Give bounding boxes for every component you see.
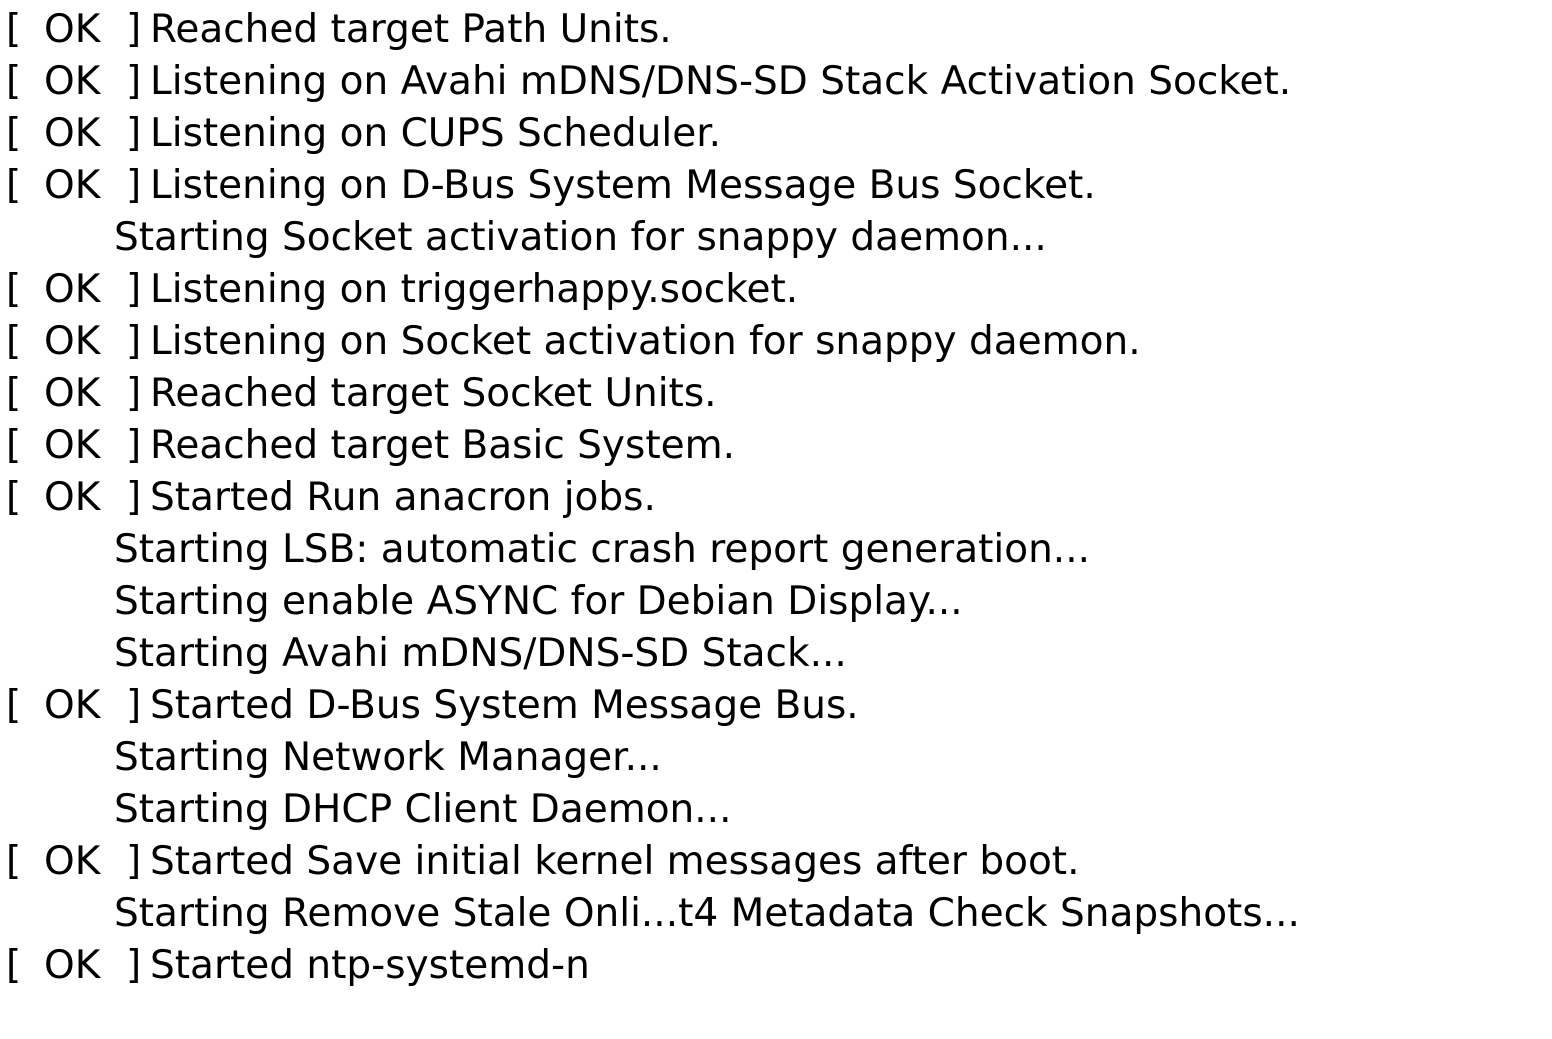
log-line-ok: [ OK]Listening on Avahi mDNS/DNS-SD Stack… (0, 56, 1552, 108)
log-message: Starting Remove Stale Onli...t4 Metadata… (114, 891, 1300, 936)
log-line-ok: [ OK]Listening on D-Bus System Message Bu… (0, 160, 1552, 212)
status-ok-label: OK (44, 163, 101, 208)
log-line-starting: Starting Socket activation for snappy da… (0, 212, 1552, 264)
log-line-ok: [ OK]Reached target Socket Units. (0, 368, 1552, 420)
log-message: Starting DHCP Client Daemon... (114, 787, 732, 832)
boot-log: [OK]Reached target Path Units.[OK]Listen… (0, 4, 1552, 992)
status-ok-label: OK (44, 7, 101, 52)
log-line-ok: [ OK]Started Run anacron jobs. (0, 472, 1552, 524)
log-message: Reached target Socket Units. (150, 371, 717, 416)
status-bracket-open: [ (6, 319, 22, 364)
status-bracket-open: [ (6, 683, 22, 728)
log-message: Started Run anacron jobs. (150, 475, 656, 520)
log-message: Started D-Bus System Message Bus. (150, 683, 859, 728)
log-line-ok: [ OK]Started ntp-systemd-n (0, 940, 1552, 992)
log-message: Started ntp-systemd-n (150, 943, 590, 988)
status-bracket-close: ] (126, 683, 142, 728)
status-bracket-open: [ (6, 943, 22, 988)
log-message: Listening on CUPS Scheduler. (150, 111, 722, 156)
status-ok-label: OK (44, 111, 101, 156)
status-ok-label: OK (44, 839, 101, 884)
status-bracket-close: ] (126, 319, 142, 364)
log-line-ok: [ OK]Started Save initial kernel messages… (0, 836, 1552, 888)
status-bracket-close: ] (126, 423, 142, 468)
log-line-ok: [ OK]Started D-Bus System Message Bus. (0, 680, 1552, 732)
ok-status-badge: [ OK] (6, 4, 146, 56)
status-bracket-close: ] (126, 839, 142, 884)
log-line-starting: Starting enable ASYNC for Debian Display… (0, 576, 1552, 628)
log-message: Starting Network Manager... (114, 735, 662, 780)
status-bracket-close: ] (126, 475, 142, 520)
status-bracket-close: ] (126, 943, 142, 988)
status-ok-label: OK (44, 319, 101, 364)
log-message: Reached target Path Units. (150, 7, 672, 52)
status-ok-label: OK (44, 371, 101, 416)
ok-status-badge: [ OK] (6, 56, 146, 108)
log-message: Listening on D-Bus System Message Bus So… (150, 163, 1096, 208)
status-bracket-close: ] (126, 163, 142, 208)
status-ok-label: OK (44, 475, 101, 520)
log-message: Listening on triggerhappy.socket. (150, 267, 799, 312)
ok-status-badge: [ OK] (6, 108, 146, 160)
ok-status-badge: [ OK] (6, 940, 146, 992)
log-line-starting: Starting DHCP Client Daemon... (0, 784, 1552, 836)
status-ok-label: OK (44, 423, 101, 468)
log-message: Starting Socket activation for snappy da… (114, 215, 1047, 260)
status-bracket-open: [ (6, 111, 22, 156)
status-ok-label: OK (44, 943, 101, 988)
status-bracket-open: [ (6, 423, 22, 468)
status-bracket-open: [ (6, 59, 22, 104)
status-ok-label: OK (44, 267, 101, 312)
ok-status-badge: [ OK] (6, 420, 146, 472)
status-bracket-open: [ (6, 839, 22, 884)
status-bracket-close: ] (126, 7, 142, 52)
log-line-ok: [ OK]Listening on Socket activation for s… (0, 316, 1552, 368)
ok-status-badge: [ OK] (6, 316, 146, 368)
status-ok-label: OK (44, 683, 101, 728)
log-line-starting: Starting Remove Stale Onli...t4 Metadata… (0, 888, 1552, 940)
log-message: Starting LSB: automatic crash report gen… (114, 527, 1090, 572)
log-line-starting: Starting Avahi mDNS/DNS-SD Stack... (0, 628, 1552, 680)
ok-status-badge: [ OK] (6, 472, 146, 524)
log-message: Starting Avahi mDNS/DNS-SD Stack... (114, 631, 847, 676)
ok-status-badge: [ OK] (6, 680, 146, 732)
log-message: Listening on Socket activation for snapp… (150, 319, 1141, 364)
ok-status-badge: [ OK] (6, 836, 146, 888)
log-line-starting: Starting LSB: automatic crash report gen… (0, 524, 1552, 576)
status-ok-label: OK (44, 59, 101, 104)
ok-status-badge: [ OK] (6, 368, 146, 420)
log-message: Reached target Basic System. (150, 423, 735, 468)
log-line-starting: Starting Network Manager... (0, 732, 1552, 784)
log-line-ok: [ OK]Reached target Basic System. (0, 420, 1552, 472)
ok-status-badge: [ OK] (6, 264, 146, 316)
status-bracket-open: [ (6, 475, 22, 520)
log-line-ok: [ OK]Listening on triggerhappy.socket. (0, 264, 1552, 316)
log-message: Started Save initial kernel messages aft… (150, 839, 1080, 884)
status-bracket-open: [ (6, 163, 22, 208)
status-bracket-open: [ (6, 7, 22, 52)
log-message: Starting enable ASYNC for Debian Display… (114, 579, 963, 624)
ok-status-badge: [ OK] (6, 160, 146, 212)
status-bracket-close: ] (126, 111, 142, 156)
log-message: Listening on Avahi mDNS/DNS-SD Stack Act… (150, 59, 1292, 104)
status-bracket-open: [ (6, 371, 22, 416)
status-bracket-close: ] (126, 267, 142, 312)
status-bracket-close: ] (126, 371, 142, 416)
status-bracket-close: ] (126, 59, 142, 104)
log-line-ok: [ OK]Reached target Path Units. (0, 4, 1552, 56)
log-line-ok: [ OK]Listening on CUPS Scheduler. (0, 108, 1552, 160)
status-bracket-open: [ (6, 267, 22, 312)
